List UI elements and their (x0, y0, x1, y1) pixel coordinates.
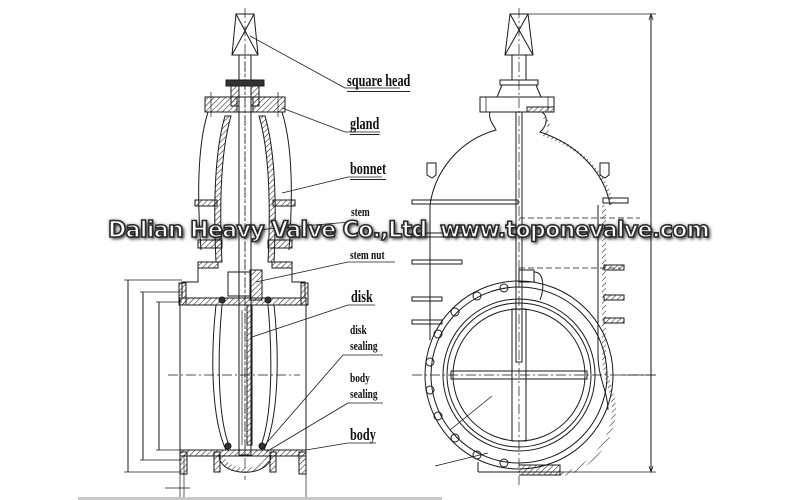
label-square-head: square head (347, 71, 411, 92)
label-disk-sealing-line2: sealing (350, 338, 378, 353)
label-gland: gland (350, 114, 380, 135)
leader-lines (249, 35, 400, 453)
label-stem-nut: stem nut (350, 247, 385, 262)
label-disk: disk (351, 287, 373, 306)
flange-bolts (425, 283, 509, 468)
company-watermark: Dalian Heavy Valve Co.,Ltd (107, 217, 428, 244)
label-disk-sealing-line1: disk (350, 322, 367, 337)
square-head-shape (231, 13, 259, 56)
label-body: body (350, 425, 376, 444)
website-watermark: www.toponevalve.com (439, 217, 710, 244)
label-body-sealing-line1: body (350, 370, 370, 385)
bottom-divider (78, 497, 442, 500)
label-stem: stem (351, 204, 370, 219)
label-bonnet: bonnet (350, 159, 387, 180)
front-elevation-view (411, 8, 656, 485)
side-section-view (124, 8, 400, 500)
label-body-sealing-line2: sealing (350, 386, 378, 401)
